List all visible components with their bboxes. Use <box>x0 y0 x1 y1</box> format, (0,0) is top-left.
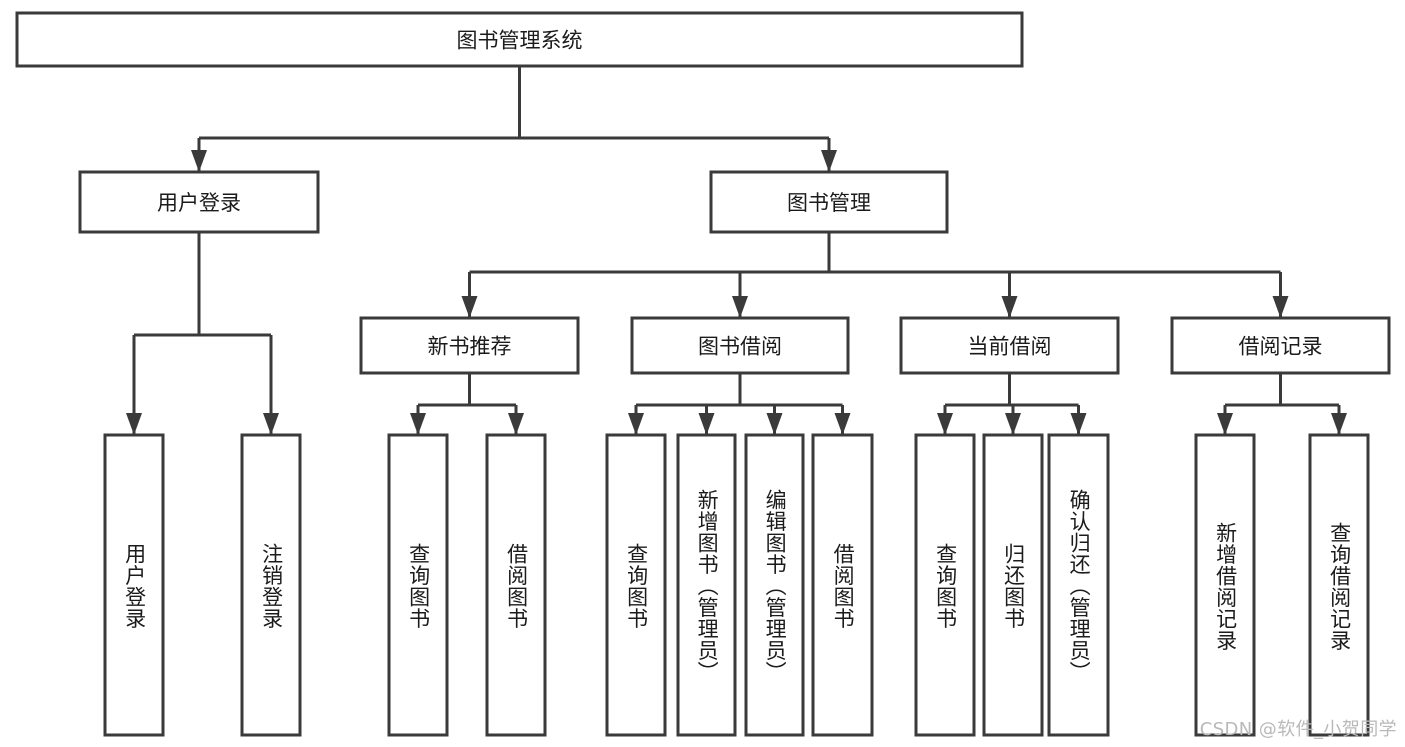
leaf-box-8[interactable] <box>811 433 874 737</box>
newbook-to-leaves-arrow-1 <box>410 413 426 435</box>
leaf-box-3[interactable] <box>387 433 449 737</box>
leaf-box-12[interactable] <box>1194 433 1256 737</box>
borrow-to-leaves-arrow-3 <box>766 413 783 435</box>
bookmgmt-to-level3-arrow-3 <box>1001 296 1018 318</box>
bookmgmt-to-level3-arrow-1 <box>461 296 478 318</box>
node-book-management-label: 图书管理 <box>787 191 871 215</box>
leaf-box-5[interactable] <box>605 433 667 737</box>
connector-layer <box>126 66 1347 435</box>
leaf-box-2[interactable] <box>240 433 302 737</box>
node-book-borrow-label: 图书借阅 <box>698 335 782 359</box>
current-to-leaves-arrow-1 <box>937 413 953 435</box>
leaf-box-4[interactable] <box>485 433 547 737</box>
node-box-layer <box>15 11 1391 737</box>
bookmgmt-to-level3-arrow-2 <box>732 296 748 318</box>
borrow-to-leaves-arrow-4 <box>834 413 851 435</box>
node-borrow-record[interactable] <box>1170 316 1391 375</box>
node-book-management[interactable] <box>709 170 949 234</box>
node-new-book-recommend-label: 新书推荐 <box>428 335 512 359</box>
root-node-book-management-system[interactable] <box>15 11 1024 68</box>
leaf-box-10[interactable] <box>982 433 1044 737</box>
leaf-box-6[interactable] <box>676 433 737 737</box>
root-to-level2-arrow-1 <box>191 150 207 172</box>
node-book-borrow[interactable] <box>630 316 850 375</box>
bookmgmt-to-level3-arrow-4 <box>1272 296 1289 318</box>
leaf-box-7[interactable] <box>744 433 805 737</box>
root-node-book-management-system-label: 图书管理系统 <box>457 29 583 53</box>
node-user-login[interactable] <box>78 170 320 234</box>
root-to-level2-arrow-2 <box>821 150 837 172</box>
node-new-book-recommend[interactable] <box>359 316 580 375</box>
node-current-borrow-label: 当前借阅 <box>968 335 1052 359</box>
current-to-leaves-arrow-3 <box>1070 413 1087 435</box>
csdn-watermark: CSDN @软件_小贺同学 <box>1199 719 1397 740</box>
current-to-leaves-arrow-2 <box>1005 413 1021 435</box>
leaf-box-11[interactable] <box>1047 433 1110 737</box>
newbook-to-leaves-arrow-2 <box>508 413 524 435</box>
leaf-box-1[interactable] <box>103 433 165 737</box>
node-user-login-label: 用户登录 <box>157 191 241 215</box>
node-borrow-record-label: 借阅记录 <box>1239 335 1323 359</box>
record-to-leaves-arrow-2 <box>1331 413 1347 435</box>
userlogin-to-leaves-arrow-1 <box>126 413 142 435</box>
leaf-box-9[interactable] <box>914 433 976 737</box>
leaf-box-13[interactable] <box>1308 433 1370 737</box>
node-current-borrow[interactable] <box>899 316 1120 375</box>
record-to-leaves-arrow-1 <box>1217 413 1233 435</box>
borrow-to-leaves-arrow-1 <box>628 413 644 435</box>
userlogin-to-leaves-arrow-2 <box>263 413 279 435</box>
borrow-to-leaves-arrow-2 <box>698 413 715 435</box>
